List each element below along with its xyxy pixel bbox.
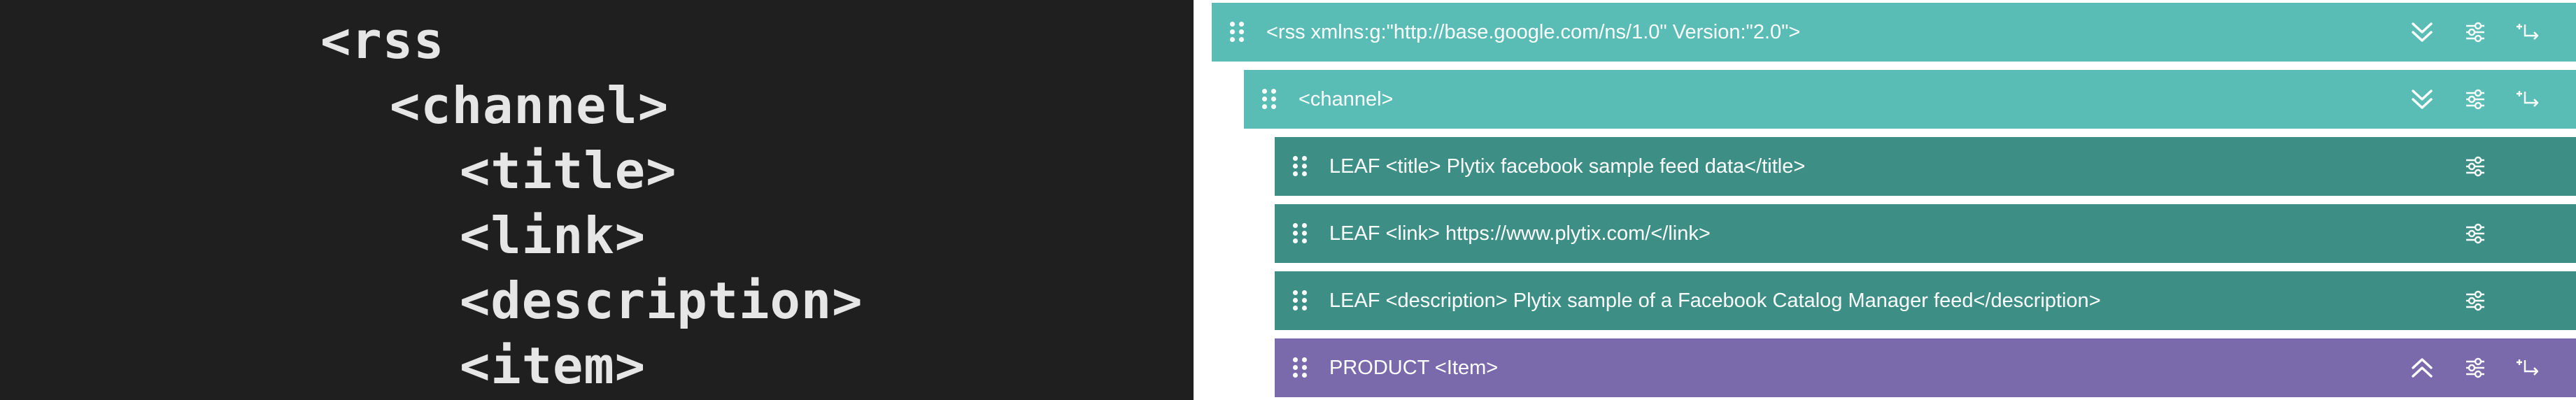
feed-structure-tree: <rss xmlns:g:"http://base.google.com/ns/… [1194,0,2576,400]
drag-handle-icon[interactable] [1293,156,1307,177]
add-child-icon[interactable] [2502,350,2555,385]
sliders-icon[interactable] [2449,149,2502,184]
code-snapshot-panel: <rss <channel> <title> <link> <descripti… [0,0,1194,400]
node-label: PRODUCT <Item> [1329,356,1499,379]
tree-node-leaf-description[interactable]: LEAF <description> Plytix sample of a Fa… [1275,271,2576,330]
node-label: LEAF <link> https://www.plytix.com/</lin… [1329,222,1711,245]
sliders-icon[interactable] [2449,350,2502,385]
double-chevron-up-icon[interactable] [2395,350,2449,385]
drag-handle-icon[interactable] [1293,223,1307,244]
action-spacer [2502,283,2555,318]
tree-node-rss[interactable]: <rss xmlns:g:"http://base.google.com/ns/… [1212,3,2576,62]
tree-node-product-item[interactable]: PRODUCT <Item> [1275,338,2576,397]
drag-handle-icon[interactable] [1262,89,1276,110]
code-line-title: <title> [460,141,677,200]
drag-handle-icon[interactable] [1293,290,1307,311]
drag-handle-icon[interactable] [1293,357,1307,378]
tree-node-leaf-title[interactable]: LEAF <title> Plytix facebook sample feed… [1275,137,2576,196]
code-line-rss: <rss [320,11,445,70]
sliders-icon[interactable] [2449,283,2502,318]
tree-node-leaf-link[interactable]: LEAF <link> https://www.plytix.com/</lin… [1275,204,2576,263]
action-spacer [2502,216,2555,251]
double-chevron-down-icon[interactable] [2395,82,2449,117]
code-line-description: <description> [460,271,863,330]
code-line-item: <item> [460,336,646,395]
sliders-icon[interactable] [2449,216,2502,251]
drag-handle-icon[interactable] [1230,22,1244,43]
double-chevron-down-icon[interactable] [2395,15,2449,50]
sliders-icon[interactable] [2449,15,2502,50]
tree-node-channel[interactable]: <channel> [1244,70,2576,129]
add-child-icon[interactable] [2502,82,2555,117]
node-label: <channel> [1298,87,1394,110]
node-label: <rss xmlns:g:"http://base.google.com/ns/… [1266,20,1801,43]
code-line-link: <link> [460,206,646,265]
sliders-icon[interactable] [2449,82,2502,117]
add-child-icon[interactable] [2502,15,2555,50]
code-line-channel: <channel> [390,76,670,135]
node-label: LEAF <title> Plytix facebook sample feed… [1329,155,1806,178]
node-label: LEAF <description> Plytix sample of a Fa… [1329,289,2101,312]
action-spacer [2502,149,2555,184]
